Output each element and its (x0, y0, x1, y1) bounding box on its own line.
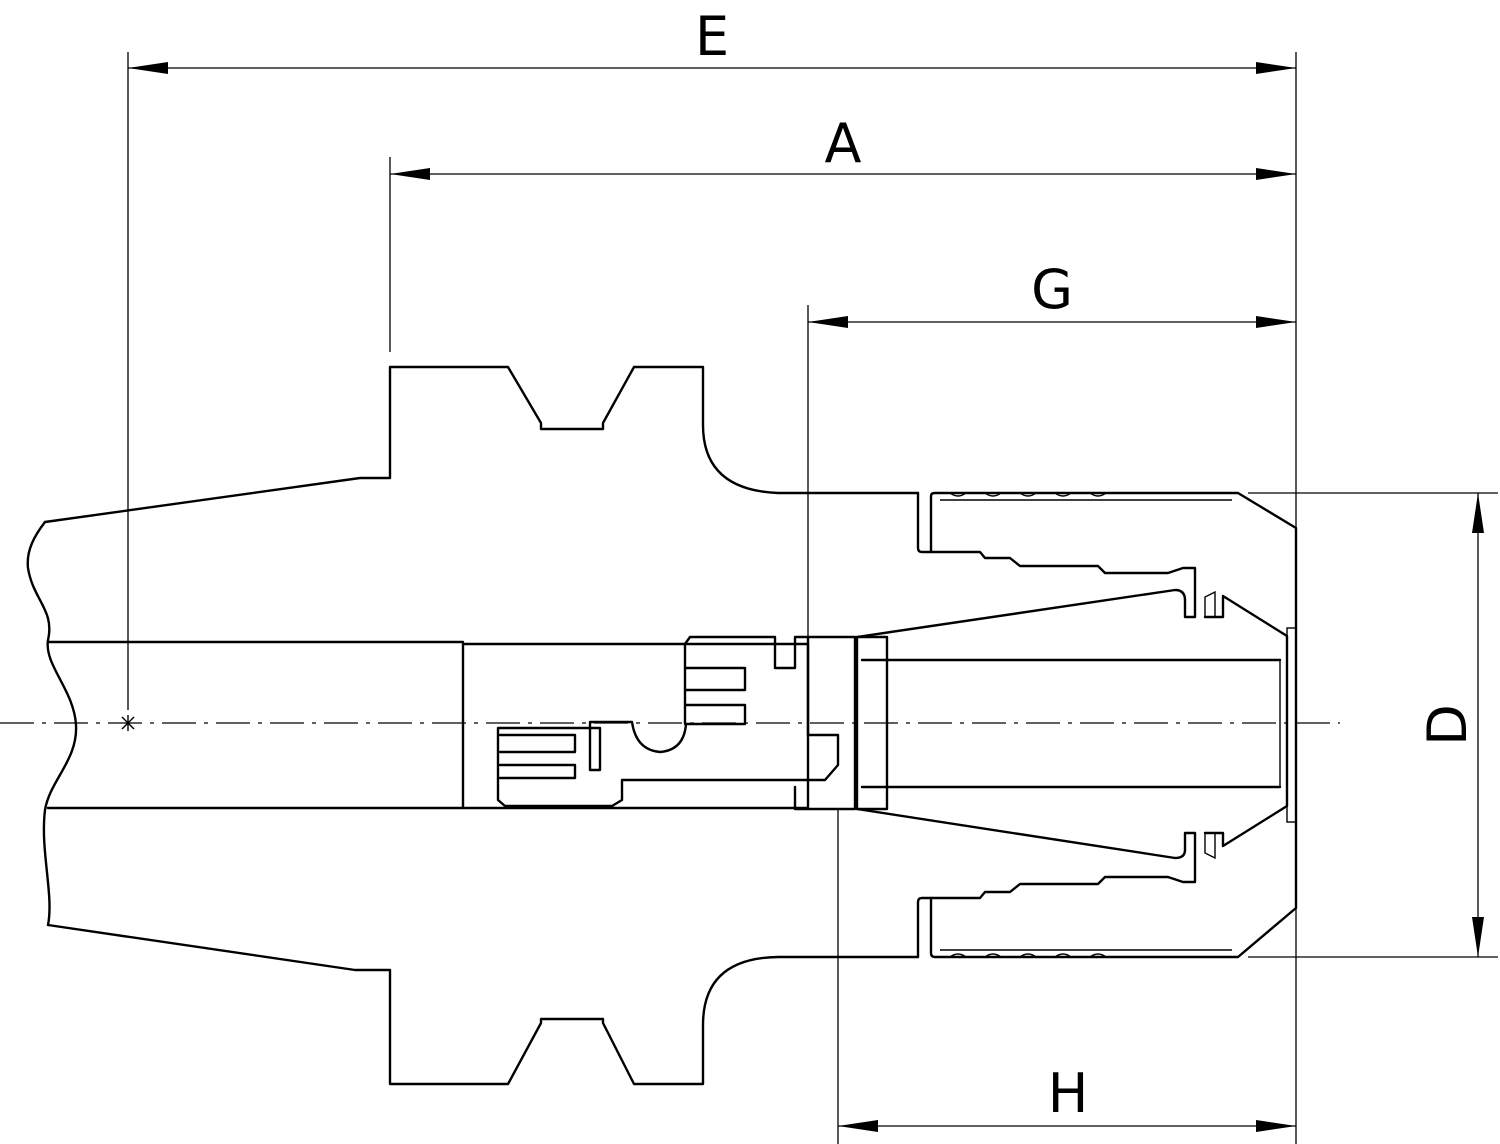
taper-shank (26, 365, 920, 1086)
dimension-label-g: G (1031, 258, 1073, 321)
dimension-label-a: A (825, 112, 862, 175)
dimension-d: D (1416, 493, 1484, 957)
stop-screw (461, 635, 857, 811)
dimension-h: H (838, 1062, 1296, 1132)
collet (855, 588, 1282, 860)
collet-nut (916, 491, 1298, 959)
gauge-point-mark (121, 715, 135, 731)
dimension-g: G (808, 258, 1296, 328)
dimension-e: E (128, 5, 1296, 74)
dimension-label-e: E (695, 5, 729, 68)
dimension-label-h: H (1048, 1062, 1089, 1125)
dimension-label-d: D (1416, 704, 1479, 746)
dimension-a: A (390, 112, 1296, 180)
